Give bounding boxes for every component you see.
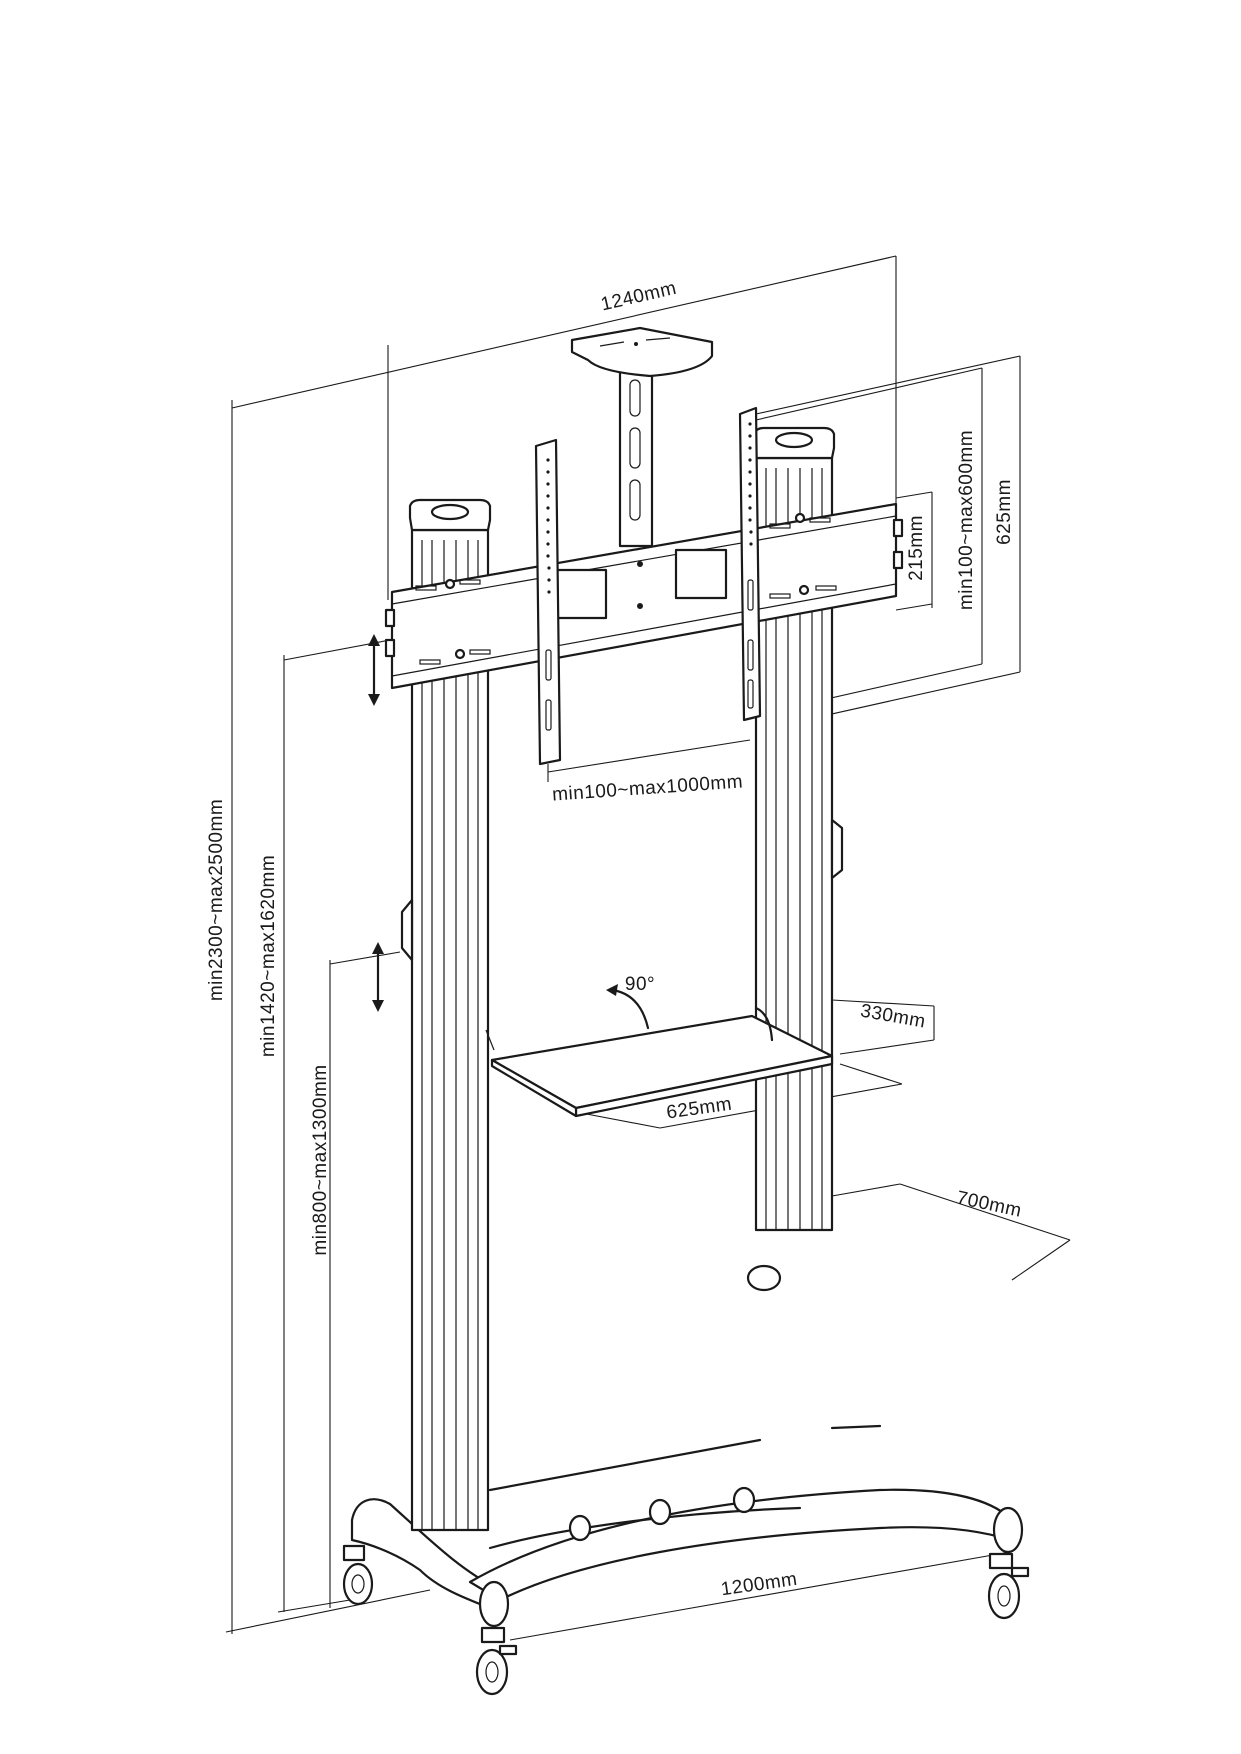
label-vesa-vertical: min100~max600mm bbox=[956, 430, 977, 610]
label-base-depth: 700mm bbox=[955, 1188, 1024, 1222]
label-bracket-height-range: min1420~max1620mm bbox=[258, 855, 279, 1057]
caster-front-center bbox=[475, 1626, 518, 1696]
mounting-bracket bbox=[384, 502, 904, 690]
left-post bbox=[400, 498, 495, 1532]
height-adjust-arrows bbox=[368, 634, 650, 1030]
label-rail-height: 215mm bbox=[906, 515, 927, 581]
label-shelf-tilt: 90° bbox=[625, 974, 655, 995]
casters bbox=[342, 1264, 1030, 1696]
label-bracket-vertical-length: 625mm bbox=[994, 479, 1015, 545]
label-overall-height: min2300~max2500mm bbox=[206, 799, 227, 1001]
caster-front-right bbox=[987, 1552, 1030, 1620]
dimension-lines bbox=[225, 255, 1071, 1641]
glass-shelf bbox=[490, 1006, 834, 1118]
caster-front-left bbox=[342, 1544, 374, 1606]
label-shelf-height-range: min800~max1300mm bbox=[310, 1064, 331, 1255]
label-shelf-width: 625mm bbox=[665, 1094, 733, 1124]
dimension-labels: 1240mm min2300~max2500mm min1420~max1620… bbox=[206, 278, 1024, 1601]
label-overall-width: 1240mm bbox=[599, 278, 679, 316]
vesa-strip-right bbox=[738, 406, 762, 722]
caster-rear bbox=[746, 1264, 782, 1292]
base-frame bbox=[350, 1424, 1024, 1628]
label-vesa-horizontal: min100~max1000mm bbox=[551, 771, 743, 805]
vesa-strip-left bbox=[534, 438, 562, 766]
camera-shelf bbox=[570, 326, 714, 548]
